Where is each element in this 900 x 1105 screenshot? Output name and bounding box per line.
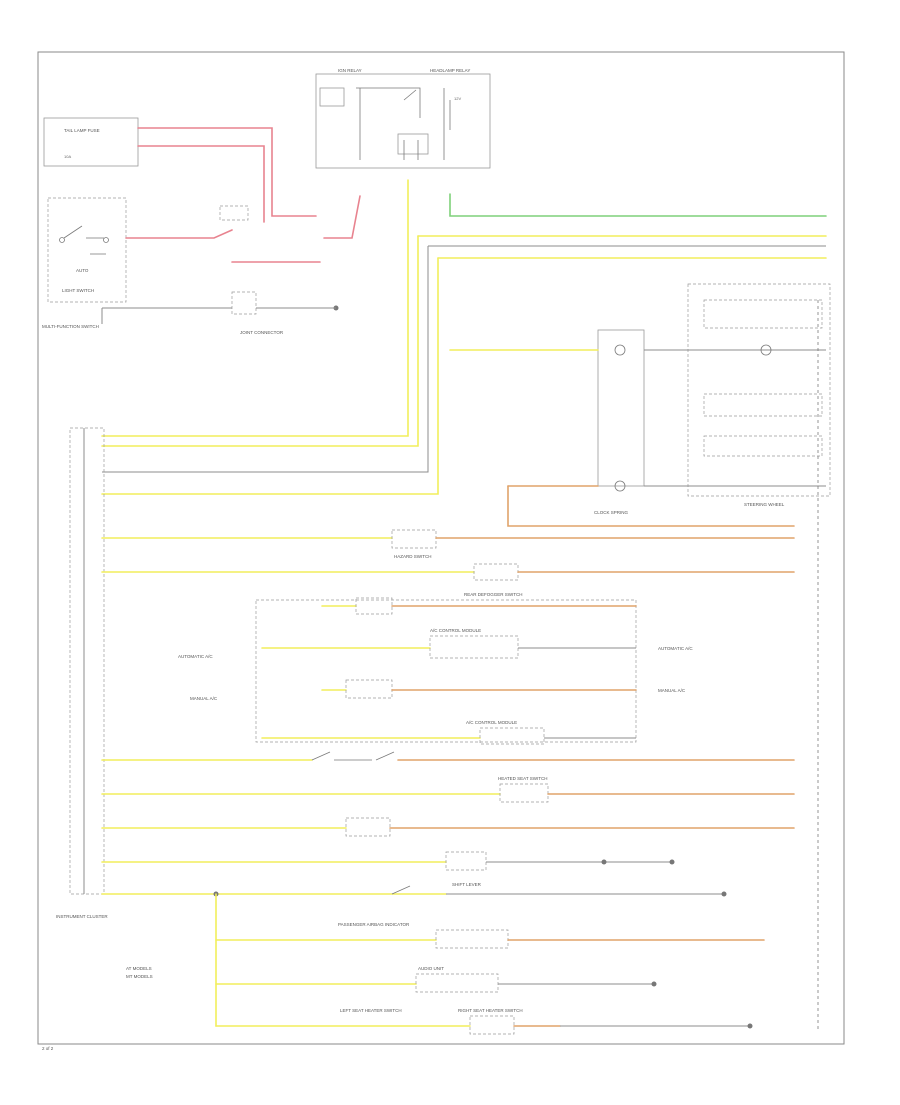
ac-control-label-2: A/C CONTROL MODULE (466, 720, 517, 725)
light-switch: LIGHT SWITCH AUTO MULTI-FUNCTION SWITCH (42, 197, 127, 329)
joint-connector-1: JOINT CONNECTOR (231, 291, 339, 335)
manual-ac-label-right: MANUAL A/C (658, 688, 686, 693)
relay-note: 12V (454, 96, 461, 101)
seat-heater-left-label: LEFT SEAT HEATER SWITCH (340, 1008, 402, 1013)
relay-label-1: IGN RELAY (338, 68, 362, 73)
steering-wheel-section: CLOCK SPRING STEERING WHEEL (449, 283, 831, 527)
manual-ac-label: MANUAL A/C (190, 696, 218, 701)
passenger-airbag-label: PASSENGER AIRBAG INDICATOR (338, 922, 410, 927)
audio-unit-label: AUDIO UNIT (418, 966, 444, 971)
shift-lever-label: SHIFT LEVER (452, 882, 482, 887)
heated-seat-label: HEATED SEAT SWITCH (498, 776, 548, 781)
joint-connector-label: JOINT CONNECTOR (240, 330, 284, 335)
fuse-label: TAIL LAMP FUSE (64, 128, 100, 133)
legend-1: AT MODELS (126, 966, 152, 971)
ac-control-label-1: A/C CONTROL MODULE (430, 628, 481, 633)
clock-spring-label: CLOCK SPRING (594, 510, 629, 515)
diagram-border (37, 51, 845, 1045)
rear-defogger-label: REAR DEFOGGER SWITCH (464, 592, 523, 597)
bottom-branches: PASSENGER AIRBAG INDICATOR AUDIO UNIT LE… (215, 893, 765, 1035)
light-switch-label: LIGHT SWITCH (62, 288, 94, 293)
legend-2: MT MODELS (126, 974, 153, 979)
page-id: 2 of 2 (42, 1046, 54, 1051)
legend: AT MODELS MT MODELS (126, 966, 153, 979)
fuse-block: TAIL LAMP FUSE 10A (43, 117, 139, 167)
cluster-label: INSTRUMENT CLUSTER (56, 914, 108, 919)
automatic-ac-label: AUTOMATIC A/C (178, 654, 213, 659)
tail-lamp-wires (125, 127, 361, 263)
feed-wires: HAZARD SWITCH REAR DEFOGGER SWITCH A/C C… (101, 529, 795, 897)
top-bus (101, 179, 827, 495)
relay-label-2: HEADLAMP RELAY (430, 68, 470, 73)
fuse-label-2: 10A (64, 154, 71, 159)
seat-heater-right-label: RIGHT SEAT HEATER SWITCH (458, 1008, 523, 1013)
cluster-bus: INSTRUMENT CLUSTER (56, 427, 108, 919)
green-wire (449, 193, 827, 217)
multifunction-label: MULTI-FUNCTION SWITCH (42, 324, 99, 329)
relay-block: IGN RELAY HEADLAMP RELAY 12V (315, 68, 491, 169)
hazard-label: HAZARD SWITCH (394, 554, 432, 559)
auto-label: AUTO (76, 268, 89, 273)
steering-label: STEERING WHEEL (744, 502, 785, 507)
automatic-ac-label-right: AUTOMATIC A/C (658, 646, 693, 651)
